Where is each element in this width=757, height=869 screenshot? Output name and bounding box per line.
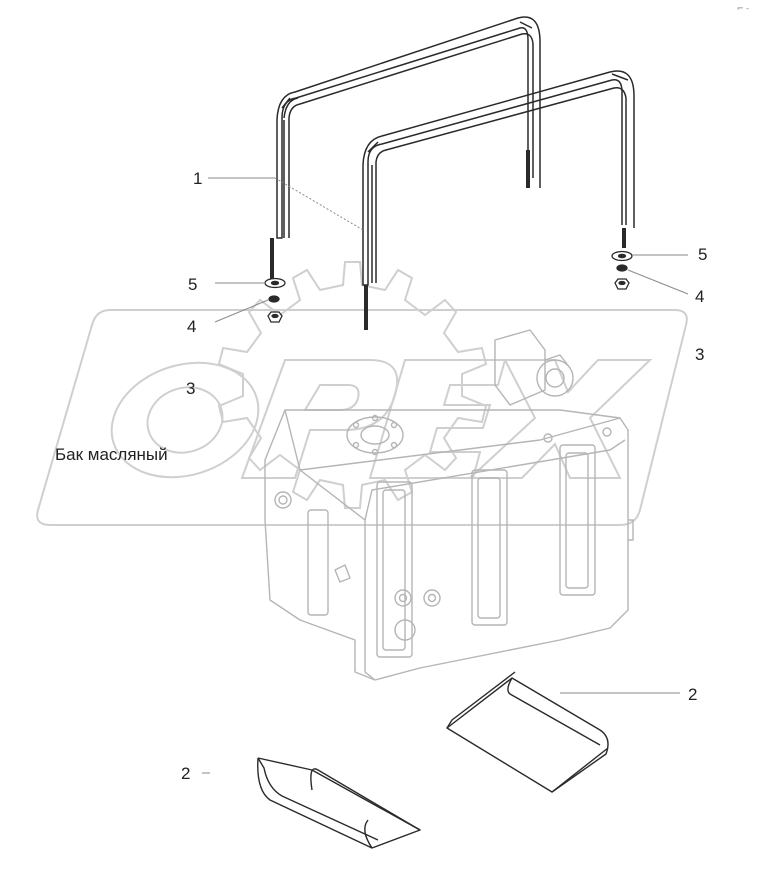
- watermark-gear: [217, 261, 488, 509]
- watermark-letter-o: [110, 361, 260, 479]
- callout-5-right-label: 5: [698, 245, 708, 264]
- tank-caption: Бак масляный: [55, 445, 168, 464]
- pad-left: [257, 757, 421, 849]
- callout-1-label: 1: [193, 169, 203, 188]
- leader-lines: [202, 177, 689, 774]
- callout-2-left-label: 2: [181, 764, 191, 783]
- oil-tank: [264, 329, 634, 681]
- callout-5-left-label: 5: [188, 275, 198, 294]
- fasteners: [264, 250, 633, 323]
- watermark-logo: [36, 261, 688, 526]
- u-bolt-rear: [270, 16, 541, 285]
- callout-3-left-label: 3: [186, 379, 196, 398]
- watermark-badge: [36, 309, 688, 526]
- callout-2-right-label: 2: [688, 685, 698, 704]
- callout-4-right-label: 4: [695, 287, 705, 306]
- u-bolt-front: [362, 70, 635, 330]
- lock-washer-right: [616, 264, 628, 272]
- corner-mark: ⌐ -: [736, 4, 749, 13]
- callout-3-right-label: 3: [695, 345, 705, 364]
- watermark-letter-e: [368, 359, 507, 479]
- lock-washer-left: [268, 295, 280, 303]
- watermark-letter-x: [467, 359, 653, 479]
- callout-4-left-label: 4: [187, 317, 197, 336]
- pad-right: [446, 671, 609, 793]
